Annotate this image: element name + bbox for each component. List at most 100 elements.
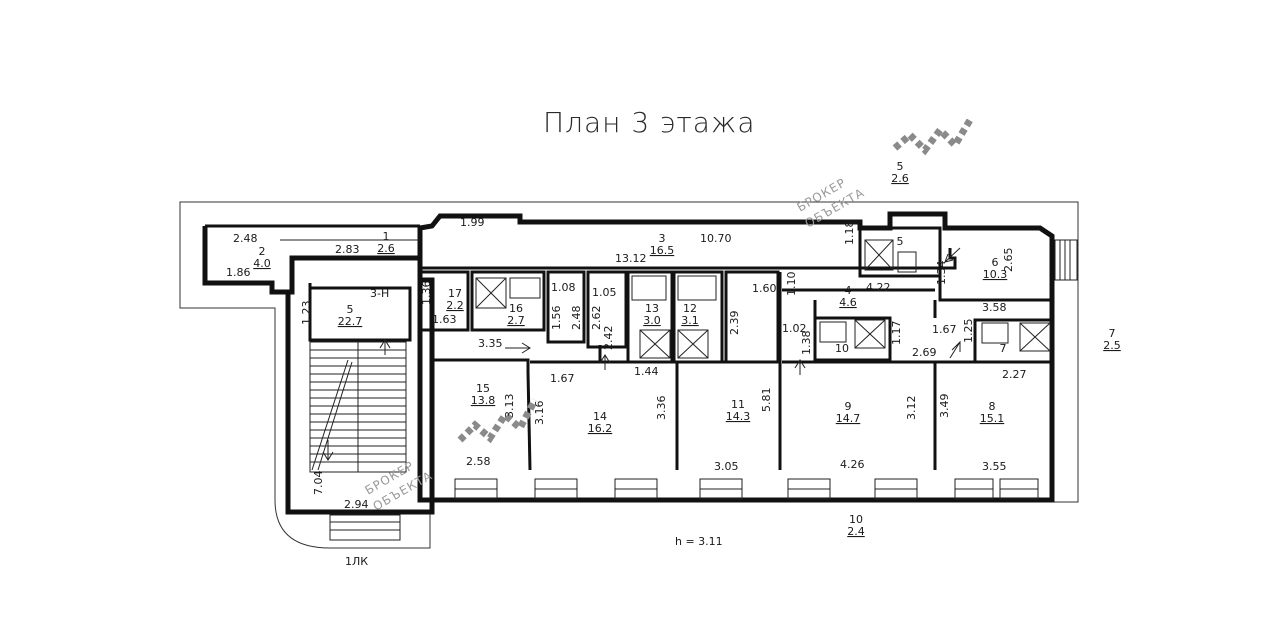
dimension-33: 3.13	[503, 394, 516, 419]
room-area-r8: 15.1	[980, 412, 1005, 425]
dimension-36: 5.81	[760, 388, 773, 413]
stair-walls	[285, 277, 435, 515]
room-area-r11: 14.3	[726, 410, 751, 423]
room-number-r7e: 7	[1109, 327, 1116, 340]
dimension-24: 1.17	[890, 321, 903, 346]
room-number-r8: 8	[989, 400, 996, 413]
dimension-26: 1.25	[962, 319, 975, 344]
dimension-1: 1.86	[226, 266, 251, 279]
dimension-38: 3.49	[938, 394, 951, 419]
dimension-29: 1.23	[300, 301, 313, 326]
dimension-18: 1.10	[785, 272, 798, 297]
room-number-r10s: 10	[849, 513, 863, 526]
dimension-20: 1.34	[935, 261, 948, 286]
room-area-r9: 14.7	[836, 412, 861, 425]
dimension-13: 1.05	[592, 286, 617, 299]
room-area-r3: 16.5	[650, 244, 675, 257]
dimension-7: 2.65	[1002, 248, 1015, 273]
dimension-5: 10.70	[700, 232, 732, 245]
dimension-25: 1.67	[932, 323, 957, 336]
dimension-11: 1.56	[550, 306, 563, 331]
stair-label: 3-Н	[370, 287, 389, 300]
dimension-21: 3.58	[982, 301, 1007, 314]
dimension-0: 2.48	[233, 232, 258, 245]
dimension-37: 3.12	[905, 396, 918, 421]
room-number-r3: 3	[659, 232, 666, 245]
watermark-logo	[457, 118, 974, 444]
dimension-39: 2.58	[466, 455, 491, 468]
room-6-walls	[933, 228, 1052, 318]
room-number-r13: 13	[645, 302, 659, 315]
room-number-r7: 7	[1000, 342, 1007, 355]
room-number-r12: 12	[683, 302, 697, 315]
room-4-walls	[782, 288, 935, 360]
dimension-32: 1.44	[634, 365, 659, 378]
room-area-r6: 10.3	[983, 268, 1008, 281]
dimension-14: 2.62	[590, 306, 603, 331]
dimension-42: 3.55	[982, 460, 1007, 473]
dimension-28: 2.27	[1002, 368, 1027, 381]
room-partitions	[430, 272, 1000, 471]
facade-windows	[454, 478, 1039, 500]
room-area-r2: 4.0	[253, 257, 271, 270]
room-area-r17: 2.2	[446, 299, 464, 312]
dimension-12: 2.48	[570, 306, 583, 331]
dimension-40: 3.05	[714, 460, 739, 473]
dimension-9: 1.63	[432, 313, 457, 326]
dimension-35: 3.36	[655, 396, 668, 421]
site-outline	[179, 201, 1079, 549]
dimension-15: 2.42	[602, 326, 615, 351]
room-number-r16: 16	[509, 302, 523, 315]
dimension-30: 3.35	[478, 337, 503, 350]
room-area-r5e: 2.6	[891, 172, 909, 185]
dimension-31: 1.67	[550, 372, 575, 385]
dimension-6: 1.18	[843, 221, 856, 246]
room-area-r1: 2.6	[377, 242, 395, 255]
ceiling-height: h = 3.11	[675, 535, 723, 548]
room-number-r14: 14	[593, 410, 607, 423]
dimension-8: 1.36	[420, 281, 433, 306]
dimension-4: 13.12	[615, 252, 647, 265]
room-number-r2: 2	[259, 245, 266, 258]
dimension-43: 7.04	[312, 471, 325, 496]
room-number-r10: 10	[835, 342, 849, 355]
room-number-r11: 11	[731, 398, 745, 411]
dimension-44: 2.94	[344, 498, 369, 511]
room-area-r4: 4.6	[839, 296, 857, 309]
dimension-23: 1.38	[800, 331, 813, 356]
room-number-r5w: 5	[897, 235, 904, 248]
bathrooms	[418, 226, 1055, 364]
dimension-10: 1.08	[551, 281, 576, 294]
room-area-r14: 16.2	[588, 422, 613, 435]
room-area-r16: 2.7	[507, 314, 525, 327]
room-number-r1: 1	[383, 230, 390, 243]
room-number-r17: 17	[448, 287, 462, 300]
room-area-r13: 3.0	[643, 314, 661, 327]
dimension-19: 4.22	[866, 281, 891, 294]
room-area-r15: 13.8	[471, 394, 496, 407]
east-steps	[1054, 239, 1078, 281]
room-2-walls	[202, 226, 420, 295]
door-arrows	[322, 247, 961, 461]
room-labels: 12.624.0316.544.6522.752.65610.3772.5815…	[253, 160, 1121, 538]
room-number-r5s: 5	[347, 303, 354, 316]
dimension-41: 4.26	[840, 458, 865, 471]
room-area-r7e: 2.5	[1103, 339, 1121, 352]
room-area-r5s: 22.7	[338, 315, 363, 328]
room-number-r5e: 5	[897, 160, 904, 173]
stair-treads	[309, 341, 407, 541]
entrance-label: 1ЛК	[345, 555, 368, 568]
building-walls	[417, 211, 1055, 503]
dimension-27: 2.69	[912, 346, 937, 359]
room-area-r10s: 2.4	[847, 525, 865, 538]
room-number-r15: 15	[476, 382, 490, 395]
plan-title: План 3 этажа	[543, 106, 756, 139]
dimension-16: 2.39	[728, 311, 741, 336]
dimension-34: 3.16	[533, 401, 546, 426]
dimension-22: 1.02	[782, 322, 807, 335]
dimension-17: 1.60	[752, 282, 777, 295]
dimension-2: 2.83	[335, 243, 360, 256]
stair-landing	[308, 283, 412, 342]
